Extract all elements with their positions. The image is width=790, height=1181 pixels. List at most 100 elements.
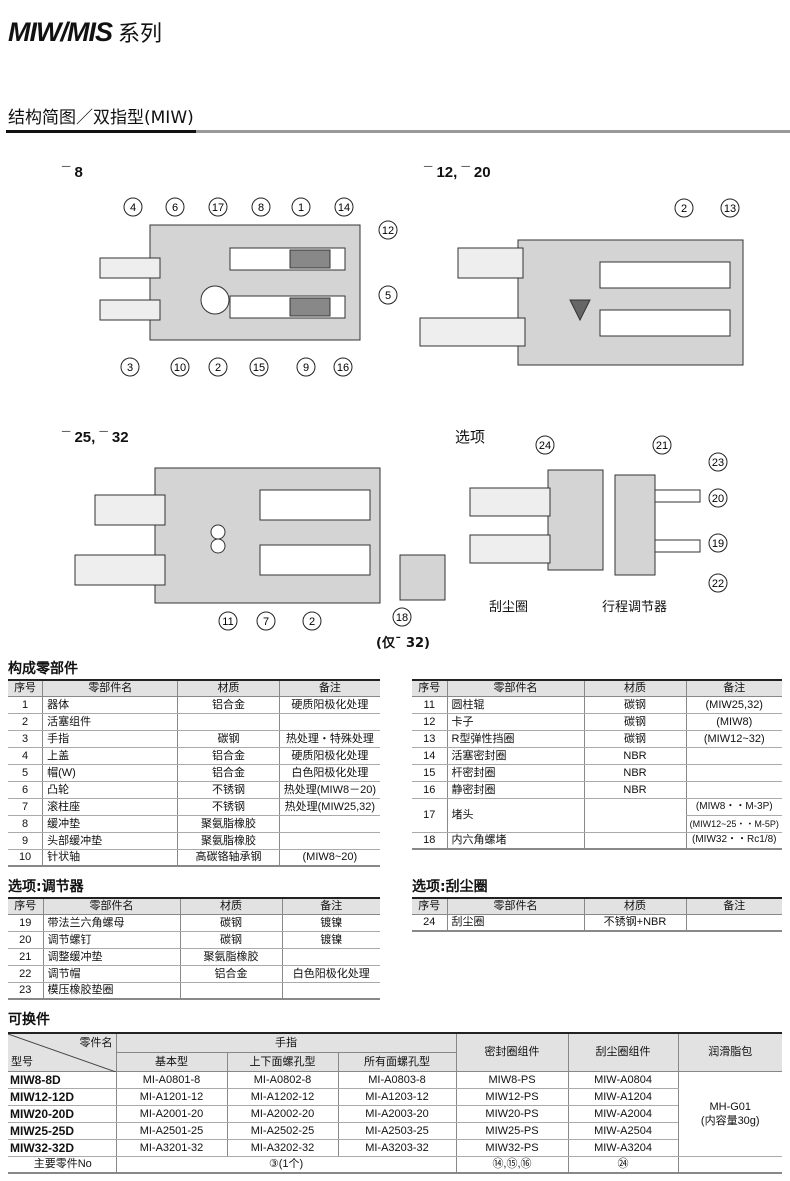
cell: 5 [8,764,43,782]
cell: MI-A1201-12 [115,1088,227,1106]
cell: (MIW8~20) [278,849,380,867]
callout-19: 19 [708,533,728,553]
cell: (MIW32・・Rc1/8) [685,832,782,850]
cell: R型弹性挡圈 [446,730,584,748]
cell: MI-A0801-8 [115,1071,227,1089]
cell: MI-A2503-25 [337,1122,456,1140]
cell: 镀镍 [281,914,380,932]
cell: 手指 [42,730,178,748]
section-underline [6,130,790,133]
callout-number: 12 [382,225,394,237]
corner-header: 零件名 型号 [8,1033,116,1072]
cell: MI-A1202-12 [226,1088,338,1106]
cell [685,781,782,799]
cell: (MIW12~25・・M-5P) [685,815,782,833]
cell: MIW-A2004 [567,1105,678,1123]
cell: 14 [412,747,447,765]
col-note: 备注 [278,680,380,697]
cell: 21 [8,948,43,966]
cell: 热处理・特殊处理 [278,730,380,748]
cell: 白色阳极化处理 [281,965,380,983]
callout-11: 11 [218,611,238,631]
col-no: 序号 [412,898,447,915]
cell: 活塞组件 [42,713,178,731]
drawing-miw8 [99,224,361,341]
grease-cell: MH-G01(内容量30g) [677,1071,782,1157]
cell: MI-A1203-12 [337,1088,456,1106]
callout-8: 8 [251,197,271,217]
cell: 12 [412,713,447,731]
callout-number: 11 [222,616,233,628]
cell [677,1156,782,1174]
col-seal-kit: 密封圈组件 [455,1033,568,1072]
cell: 聚氨脂橡胶 [177,815,280,833]
callout-24: 24 [535,435,555,455]
callout-number: 9 [303,362,309,374]
drawing-miw12-20 [419,239,744,366]
cell: 帽(W) [42,764,178,782]
cell: 23 [8,982,43,1000]
col-name: 零部件名 [446,898,584,915]
cell: 铝合金 [177,764,280,782]
series-name: MIW/MIS [8,17,113,47]
cell: 碳钢 [583,696,686,714]
col-no: 序号 [8,898,43,915]
cell: 6 [8,781,43,799]
series-suffix: 系列 [117,22,162,47]
cell: 聚氨脂橡胶 [179,948,282,966]
cell: 3 [8,730,43,748]
parts-title: 构成零部件 [8,661,78,677]
drawing-options [469,469,701,576]
cell: MI-A2002-20 [226,1105,338,1123]
cell: ㉔ [567,1156,678,1174]
col-note: 备注 [281,898,380,915]
corner-model-label: 型号 [11,1055,33,1068]
cell: 碳钢 [583,730,686,748]
cell: 聚氨脂橡胶 [177,832,280,850]
cell: 高碳铬轴承钢 [177,849,280,867]
callout-number: 7 [263,616,269,628]
callout-number: 8 [258,202,264,214]
col-material: 材质 [583,898,686,915]
col-name: 零部件名 [446,680,584,697]
col-no: 序号 [412,680,447,697]
col-scraper-kit: 刮尘圈组件 [567,1033,678,1072]
cell: 刮尘圈 [446,914,584,932]
cell: 碳钢 [179,914,282,932]
cell: 碳钢 [179,931,282,949]
callout-9: 9 [296,357,316,377]
cell [281,982,380,1000]
cell: 卡子 [446,713,584,731]
callout-number: 15 [253,362,265,374]
callout-number: 16 [337,362,349,374]
diagram-label-12-20: ¯ 12, ¯ 20 [424,164,491,181]
cell: 堵头 [446,798,584,833]
callout-number: 2 [309,616,315,628]
cell [685,747,782,765]
model-cell: MIW32-32D [8,1139,116,1157]
cell: 镀镍 [281,931,380,949]
cell: 不锈钢 [177,781,280,799]
cell: MIW20-PS [455,1105,568,1123]
cell: 调整缓冲垫 [42,948,180,966]
cell: MIW-A0804 [567,1071,678,1089]
cell: 内六角螺堵 [446,832,584,850]
callout-12: 12 [378,220,398,240]
cell: 铝合金 [177,747,280,765]
col-material: 材质 [177,680,280,697]
cell: 2 [8,713,43,731]
cell: MI-A3202-32 [226,1139,338,1157]
callout-number: 21 [656,440,668,452]
